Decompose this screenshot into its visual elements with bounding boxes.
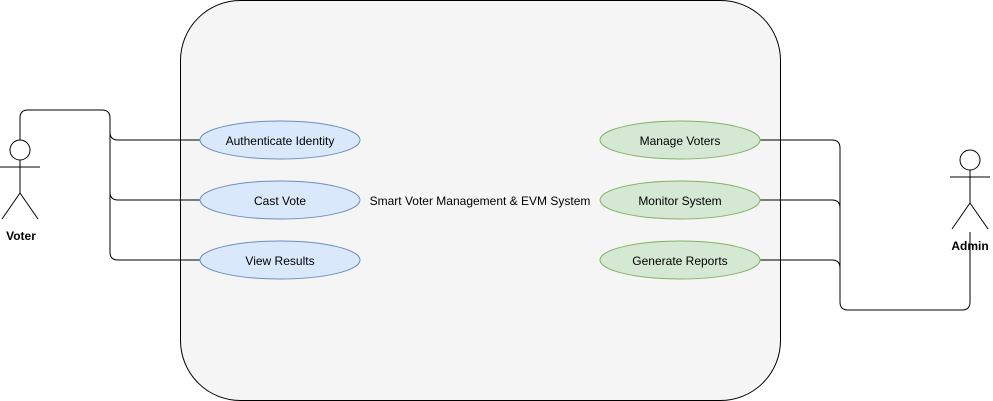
association-admin-manage-voters xyxy=(760,139,971,311)
use-case-ellipse xyxy=(199,120,361,160)
actor-label: Voter xyxy=(6,229,36,243)
actor-right-leg xyxy=(969,202,989,230)
use-case-label: View Results xyxy=(245,254,314,268)
actor-right-leg xyxy=(19,192,39,220)
actor-label: Admin xyxy=(951,239,988,253)
use-case-ellipse xyxy=(199,240,361,280)
association-admin-generate-reports xyxy=(760,259,841,290)
actor-voter: Voter xyxy=(0,139,40,243)
actor-left-leg xyxy=(951,202,971,230)
use-case-manage-voters: Manage Voters xyxy=(599,120,761,160)
use-case-generate-reports: Generate Reports xyxy=(599,240,761,280)
association-voter-view-results xyxy=(109,192,200,261)
stick-figure-icon xyxy=(950,149,990,230)
actor-head xyxy=(959,149,981,171)
use-case-view-results: View Results xyxy=(199,240,361,280)
actor-head xyxy=(9,139,31,161)
use-case-ellipse xyxy=(599,180,761,220)
use-case-label: Authenticate Identity xyxy=(226,134,335,148)
use-case-ellipse xyxy=(599,240,761,280)
use-case-label: Generate Reports xyxy=(632,254,727,268)
system-title: Smart Voter Management & EVM System xyxy=(370,194,591,208)
use-case-authenticate-identity: Authenticate Identity xyxy=(199,120,361,160)
association-admin-monitor-system xyxy=(760,199,841,230)
use-case-label: Cast Vote xyxy=(254,194,306,208)
use-case-ellipse xyxy=(599,120,761,160)
admin-use-cases: Manage Voters Monitor System Generate Re… xyxy=(599,120,761,280)
voter-associations xyxy=(19,109,200,261)
use-case-monitor-system: Monitor System xyxy=(599,180,761,220)
use-case-ellipse xyxy=(199,180,361,220)
use-case-label: Monitor System xyxy=(638,194,721,208)
stick-figure-icon xyxy=(0,139,40,220)
voter-use-cases: Authenticate Identity Cast Vote View Res… xyxy=(199,120,361,280)
use-case-cast-vote: Cast Vote xyxy=(199,180,361,220)
actor-left-leg xyxy=(1,192,21,220)
use-case-label: Manage Voters xyxy=(640,134,721,148)
actor-admin: Admin xyxy=(950,149,990,253)
association-voter-authenticate xyxy=(19,109,200,141)
admin-associations xyxy=(760,139,971,311)
